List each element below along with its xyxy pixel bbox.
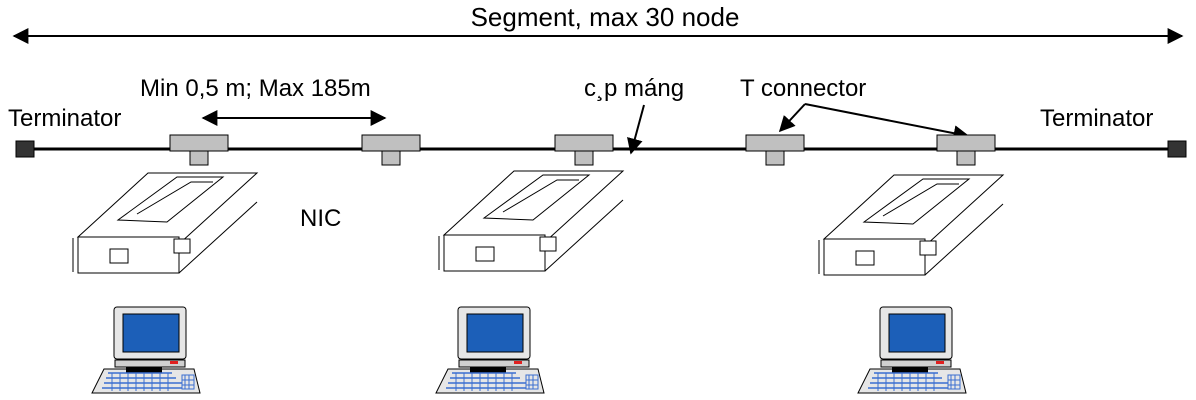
- t-connector-icon: [554, 134, 614, 166]
- t-connector-icon: [936, 134, 996, 166]
- nic-card-icon: [438, 170, 624, 272]
- distance-label: Min 0,5 m; Max 185m: [140, 75, 371, 102]
- nic-card-icon: [72, 172, 258, 274]
- t-connector-label: T connector: [740, 75, 866, 102]
- t-connector-icon: [361, 134, 421, 166]
- t-connector-icon: [169, 134, 229, 166]
- nic-card-icon: [818, 174, 1004, 276]
- terminator-icon: [1167, 140, 1187, 158]
- t-connector-pointer-arrow-1: [778, 103, 806, 133]
- cable-label: c¸p máng: [584, 75, 684, 102]
- computer-icon: [857, 306, 967, 394]
- terminator-icon: [15, 140, 35, 158]
- cable-pointer-arrow: [627, 104, 645, 155]
- t-connector-icon: [745, 134, 805, 166]
- nic-label: NIC: [300, 205, 341, 232]
- computer-icon: [435, 306, 545, 394]
- computer-icon: [91, 306, 201, 394]
- terminator-right-label: Terminator: [1040, 105, 1153, 132]
- t-connector-pointer-arrow-2: [804, 103, 970, 142]
- segment-label: Segment, max 30 node: [471, 2, 740, 32]
- terminator-left-label: Terminator: [8, 105, 121, 132]
